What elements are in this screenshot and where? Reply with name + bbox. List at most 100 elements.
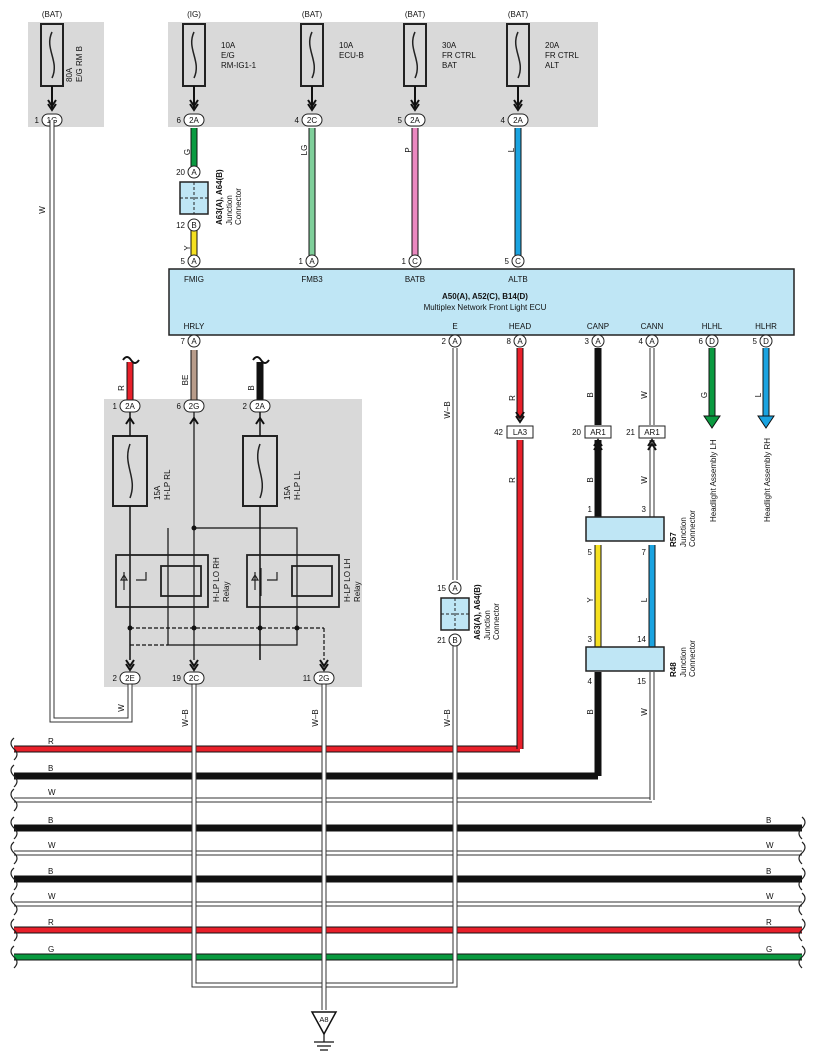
pin-oval xyxy=(313,671,335,685)
ecu-bottom-pin: D6 xyxy=(699,334,719,348)
wire-wb-2c-outline xyxy=(191,682,324,988)
wire-color-label: W–B xyxy=(181,709,190,726)
ecu-bottom-pin: A8 xyxy=(507,334,527,348)
arrow-icon-2 xyxy=(189,663,199,672)
pin-number: 6 xyxy=(177,116,182,125)
pin-connector: 2G xyxy=(319,674,330,683)
relay-bottom-pin: 2E2 xyxy=(113,671,141,685)
relay-fuse-name: H-LP RL xyxy=(163,469,172,500)
ecu-top-pin-label: FMB3 xyxy=(301,275,323,284)
break-mark-left xyxy=(10,764,18,788)
fuse-rating: 10A xyxy=(339,41,354,50)
break-mark-right xyxy=(798,892,806,916)
junction-connector-r57-subtitle2: Connector xyxy=(688,510,697,547)
pin-circle xyxy=(513,334,527,348)
pin-circle xyxy=(645,334,659,348)
arrow-icon-2 xyxy=(189,103,199,112)
pin-circle xyxy=(187,165,201,179)
relay-fuse-rating: 15A xyxy=(283,485,292,500)
pin-number: 2 xyxy=(243,402,248,411)
fuse-element xyxy=(191,31,197,79)
relay-coil-icon xyxy=(160,565,202,597)
pin-number: 2 xyxy=(442,337,447,346)
pin-connector: B xyxy=(191,221,196,230)
arrow-icon-hlhl xyxy=(703,415,721,429)
relay-label: Relay xyxy=(353,582,362,602)
ecu-bottom-pin-label: HLHR xyxy=(755,322,777,331)
pin-number: 4 xyxy=(639,337,644,346)
fuse-element xyxy=(49,31,55,79)
pin-number: 1 xyxy=(299,257,304,266)
relay-name: H-LP LO RH xyxy=(212,557,221,602)
wire-color-label: L xyxy=(507,147,516,152)
wire-color-label: W–B xyxy=(443,401,452,418)
pin-number: 1 xyxy=(113,402,118,411)
jc-pin-number: 1 xyxy=(588,505,593,514)
pin-number: 6 xyxy=(699,337,704,346)
relay-name: H-LP LO LH xyxy=(343,558,352,602)
wire-wb-2c xyxy=(192,682,324,987)
break-mark-left xyxy=(10,841,18,865)
jc-mid-subtitle2: Connector xyxy=(492,603,501,640)
pin-circle xyxy=(187,254,201,268)
arrow-up-icon xyxy=(593,438,603,447)
relay-box xyxy=(246,554,340,608)
bus-left-label: W xyxy=(48,788,56,797)
wire-break-icon xyxy=(252,356,270,364)
wire-color-label: G xyxy=(700,392,709,398)
arrow-icon xyxy=(307,99,317,108)
jc-grid xyxy=(441,598,469,630)
jc-top-pin-b: B12 xyxy=(176,218,201,232)
jc-pin-number: 3 xyxy=(642,505,647,514)
break-mark-right xyxy=(798,945,806,969)
front-light-ecu: A50(A), A52(C), B14(D) Multiplex Network… xyxy=(168,268,795,336)
bus-left-label: G xyxy=(48,945,54,954)
fuse-element xyxy=(309,31,315,79)
bus-right-label: B xyxy=(766,867,771,876)
wires xyxy=(10,120,806,1010)
break-mark-right xyxy=(798,867,806,891)
bus-left-label: W xyxy=(48,841,56,850)
fuse-element xyxy=(256,443,264,499)
break-mark-left xyxy=(10,788,18,812)
bus-left-label: B xyxy=(48,764,53,773)
wire-color-label: R xyxy=(508,477,517,483)
fuse-name2: BAT xyxy=(442,61,457,70)
junction-dot xyxy=(191,625,197,631)
ground-label: A8 xyxy=(319,1015,328,1024)
junction-connector-r48 xyxy=(585,646,665,672)
ecu-pins: A5FMIGA1FMB3C1BATBC5ALTBHRLYA7EA2HEADA8C… xyxy=(181,254,777,348)
arrow-icon-2 xyxy=(515,415,525,424)
jc-pin-number: 3 xyxy=(588,635,593,644)
pin-connector: D xyxy=(709,337,715,346)
wire-color-label: W xyxy=(117,704,126,712)
break-mark-left xyxy=(10,867,18,891)
pin-connector: A xyxy=(452,584,458,593)
fuse-name: E/G RM B xyxy=(75,46,84,82)
pin-connector: D xyxy=(763,337,769,346)
pin-connector: 2A xyxy=(513,116,523,125)
wire-color-label: B xyxy=(247,385,256,390)
arrow-icon xyxy=(515,411,525,420)
junction-connector-r57 xyxy=(585,516,665,542)
pin-circle xyxy=(759,334,773,348)
wire-color-label: R xyxy=(508,395,517,401)
pin-number: 4 xyxy=(501,116,506,125)
inline-connector-label: LA3 xyxy=(513,428,528,437)
relay-top-pin: 2A 2 xyxy=(243,399,271,413)
pin-number: 5 xyxy=(398,116,403,125)
arrow-icon-2 xyxy=(513,103,523,112)
ecu-top-pin: C1 xyxy=(402,254,422,268)
arrow-icon xyxy=(189,659,199,668)
fuse-connector-pin: 2C4 xyxy=(295,113,323,127)
arrow-icon-hlhr xyxy=(757,415,775,429)
ecu-bottom-pin: A4 xyxy=(639,334,659,348)
bus-left-label: R xyxy=(48,918,54,927)
pin-number: 6 xyxy=(177,402,182,411)
pin-connector: 2A xyxy=(255,402,265,411)
fuse-name: FR CTRL xyxy=(545,51,579,60)
pin-number: 5 xyxy=(181,257,186,266)
ecu-bottom-pin: A7 xyxy=(181,334,201,348)
